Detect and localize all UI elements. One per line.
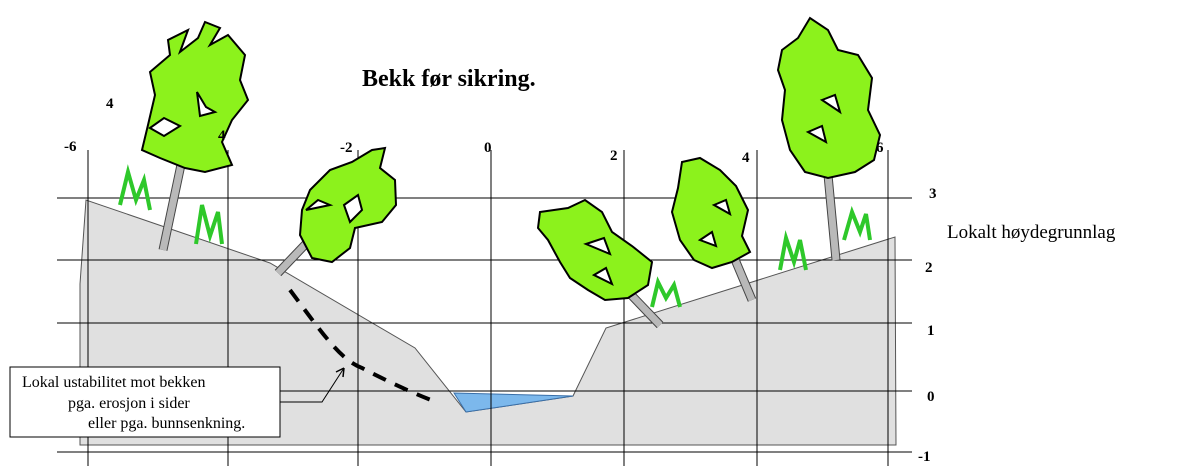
grass-tufts [118,164,872,308]
annotation-line-1: Lokal ustabilitet mot bekken [22,374,206,391]
annotation-arrow [280,367,345,403]
y-tick-label: 3 [929,186,937,202]
grass-tuft [194,204,224,245]
stream-water [453,392,574,413]
grass-tuft [842,205,872,241]
stray-label: 4 [106,96,114,112]
stray-label: 4 [218,128,226,144]
x-tick-label: 0 [484,140,492,156]
x-tick-label: 2 [610,148,618,164]
y-tick-label: -1 [918,449,931,465]
grass-tuft [118,164,152,211]
tree-5 [776,16,882,261]
grass-tuft [650,276,682,308]
grass-tuft [778,230,808,271]
annotation-line-3: eller pga. bunnsenkning. [88,415,245,432]
datum-label: Lokalt høydegrunnlag [947,222,1116,243]
y-tick-label: 1 [927,323,935,339]
tree-1 [140,20,250,251]
y-tick-label: 0 [927,389,935,405]
grid-horizontal [57,197,912,453]
x-tick-label: -6 [64,139,77,155]
instability-dashed-line [288,288,437,404]
x-tick-label: 6 [876,140,884,156]
annotation-line-2: pga. erosjon i sider [68,395,190,412]
x-tick-label: 4 [742,150,750,166]
annotation-box [9,366,281,438]
y-tick-label: 2 [925,260,933,276]
diagram-title: Bekk før sikring. [362,66,536,92]
tree-4 [670,156,757,302]
tree-3 [536,198,664,329]
x-tick-label: -2 [340,140,353,156]
tree-2 [274,146,398,277]
annotation-arrowhead [335,367,345,378]
